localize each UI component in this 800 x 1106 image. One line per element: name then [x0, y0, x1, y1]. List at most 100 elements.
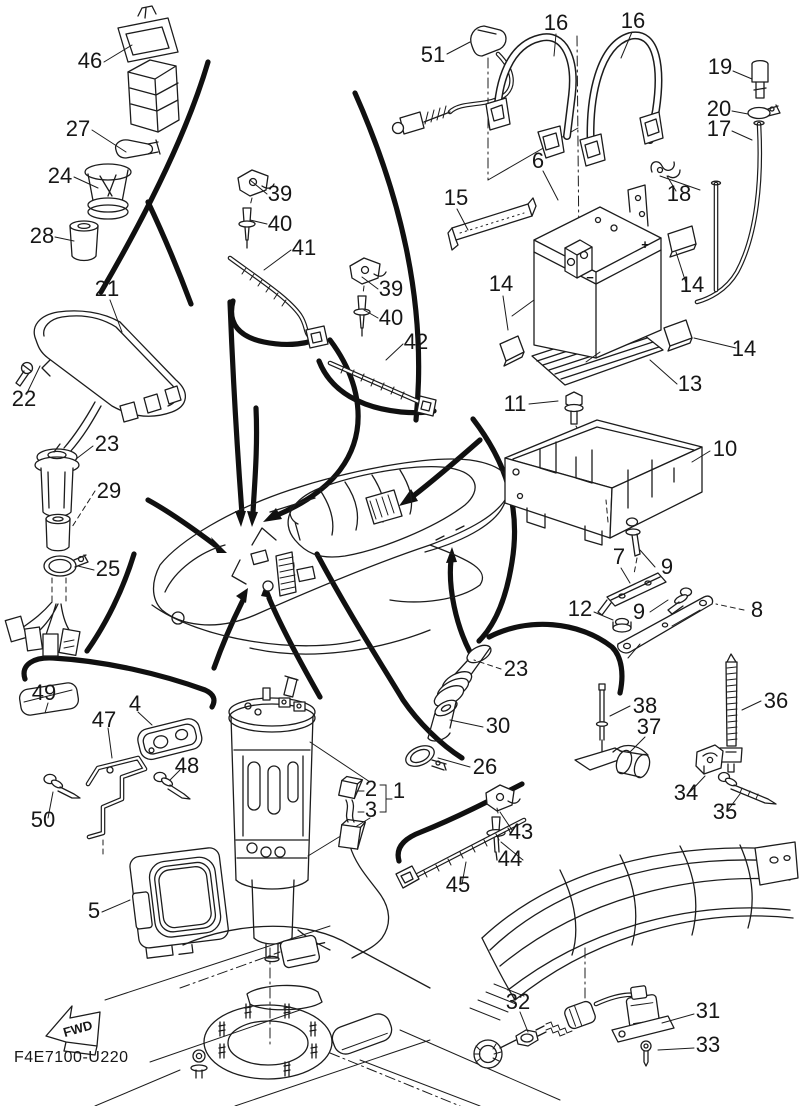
callout-37: 37 [637, 714, 661, 739]
part-14-damper-c [663, 319, 693, 352]
part-26-clamp [405, 745, 447, 771]
part-35-screw [717, 771, 777, 805]
part-23-boot-left [34, 443, 80, 518]
rear-deck-frame [469, 841, 799, 1021]
callout-35: 35 [713, 799, 737, 824]
callout-27: 27 [66, 116, 90, 141]
part-14-damper-a [499, 335, 525, 367]
callout-25: 25 [96, 556, 120, 581]
part-50-screw [43, 773, 81, 799]
wire-harness-connectors [4, 601, 81, 657]
part-41-band-clamp [227, 255, 329, 349]
callout-14-c: 14 [732, 336, 756, 361]
fuel-tank-top [94, 925, 561, 1106]
part-48-screw [153, 771, 191, 800]
install-arrows [145, 299, 483, 700]
part-5-electrical-box [129, 847, 229, 959]
callout-bracket-1-2-3 [357, 784, 393, 813]
part-46-holder [117, 5, 179, 63]
callout-1: 1 [393, 778, 405, 803]
callout-48: 48 [175, 753, 199, 778]
callout-29: 29 [97, 478, 121, 503]
callout-34: 34 [674, 780, 698, 805]
part-33-screw [640, 1040, 652, 1067]
part-10-battery-box [504, 419, 703, 546]
callout-14-a: 14 [489, 271, 513, 296]
callout-43: 43 [509, 819, 533, 844]
part-24-cap [84, 163, 132, 220]
part-38-pin [595, 683, 609, 763]
callout-15: 15 [444, 185, 468, 210]
part-8-bracket-strip [617, 595, 714, 659]
callout-18: 18 [667, 181, 691, 206]
part-40-rivet-a [238, 197, 256, 249]
battery-minus-mark: − [586, 270, 594, 285]
spacer-block [127, 59, 180, 133]
callout-40-b: 40 [379, 305, 403, 330]
callout-28: 28 [30, 223, 54, 248]
part-6-battery: + − [511, 184, 662, 363]
callout-4: 4 [129, 691, 141, 716]
callout-50: 50 [31, 807, 55, 832]
part-32-sensor-coupler [473, 992, 649, 1069]
callout-31: 31 [696, 998, 720, 1023]
part-25-clamp-ring [43, 554, 89, 603]
callout-24: 24 [48, 163, 72, 188]
callout-45: 45 [446, 872, 470, 897]
part-39-clip-b [349, 257, 387, 285]
callout-42: 42 [404, 329, 428, 354]
part-7-plate [597, 572, 667, 616]
part-12-nut [612, 617, 632, 633]
part-29-collar [45, 513, 71, 552]
callout-23-b: 23 [504, 656, 528, 681]
callout-6: 6 [532, 148, 544, 173]
callout-36: 36 [764, 688, 788, 713]
callout-leader-lines [26, 31, 762, 1051]
watercraft-hull [151, 458, 511, 655]
part-30-collar [427, 699, 458, 742]
part-27-clamp [114, 139, 161, 159]
part-37-roller-clamp [574, 744, 651, 779]
callout-41: 41 [292, 235, 316, 260]
callout-21: 21 [95, 276, 119, 301]
callout-40-a: 40 [268, 211, 292, 236]
callout-2: 2 [365, 776, 377, 801]
callout-8: 8 [751, 597, 763, 622]
callout-49: 49 [32, 680, 56, 705]
callout-51: 51 [421, 42, 445, 67]
fuel-pump-assembly [228, 675, 390, 969]
part-14-damper-b [667, 225, 697, 258]
callout-12: 12 [568, 596, 592, 621]
part-40-rivet-b [353, 285, 371, 337]
callout-39-a: 39 [268, 181, 292, 206]
callout-17: 17 [707, 116, 731, 141]
callout-16-a: 16 [544, 10, 568, 35]
part-45-cable-tie [395, 817, 527, 889]
callout-10: 10 [713, 436, 737, 461]
callout-22: 22 [12, 386, 36, 411]
part-9-screw-a [625, 517, 641, 575]
part-15-bracket [447, 197, 537, 251]
part-22-screw [15, 361, 34, 387]
part-9-screw-b [667, 587, 693, 615]
part-23-boot-right [433, 644, 492, 707]
callout-33: 33 [696, 1032, 720, 1057]
callout-9-a: 9 [661, 554, 673, 579]
callout-13: 13 [678, 371, 702, 396]
part-18-clip-and-pipe [650, 161, 722, 293]
fwd-direction-arrow: FWD [45, 1005, 101, 1056]
part-43-clip [485, 784, 521, 812]
callout-39-b: 39 [379, 276, 403, 301]
callout-5: 5 [88, 898, 100, 923]
callout-20: 20 [707, 96, 731, 121]
callout-7: 7 [613, 544, 625, 569]
callout-16-b: 16 [621, 8, 645, 33]
callout-3: 3 [365, 797, 377, 822]
callout-numbers: 46 27 24 28 21 22 23 29 25 51 16 16 39 4… [12, 8, 788, 1057]
callout-44: 44 [498, 846, 522, 871]
part-16-band-a [485, 33, 577, 159]
callout-19: 19 [708, 54, 732, 79]
callout-14-b: 14 [680, 272, 704, 297]
